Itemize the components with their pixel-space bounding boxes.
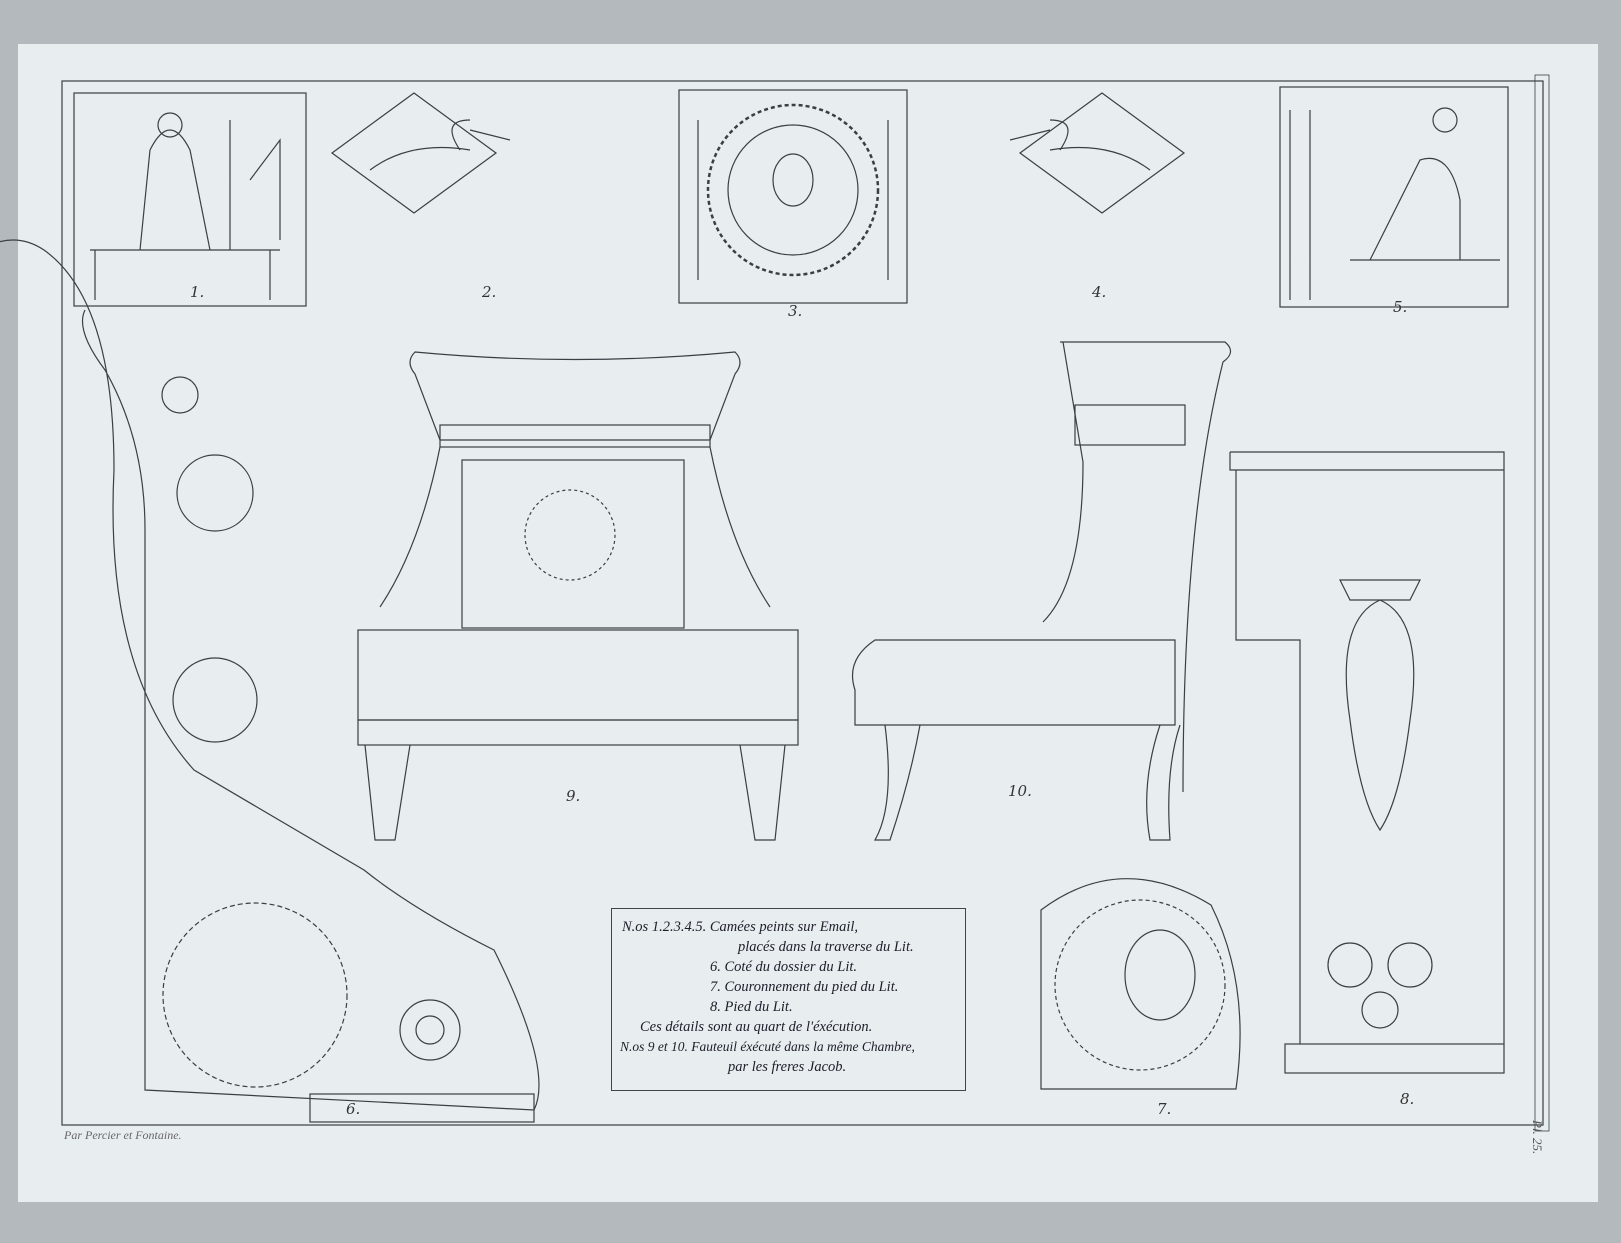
- engraver-credit: Par Percier et Fontaine.: [64, 1128, 182, 1142]
- plate-number: Pl. 25.: [1530, 1120, 1545, 1155]
- caption-line: N.os 9 et 10. Fauteuil éxécuté dans la m…: [620, 1039, 915, 1054]
- caption-line: 6. Coté du dossier du Lit.: [710, 959, 858, 975]
- caption-line: Ces détails sont au quart de l'éxécution…: [640, 1019, 873, 1035]
- plate-outer-frame: [1534, 74, 1550, 1132]
- plate-frame: [61, 80, 1544, 1126]
- cameo-2-winged-figure: [330, 92, 511, 214]
- plate-paper: [18, 44, 1598, 1202]
- figure-label-4: 4.: [1092, 283, 1107, 301]
- caption-line: placés dans la traverse du Lit.: [738, 939, 914, 955]
- figure-label-5: 5.: [1393, 298, 1408, 316]
- cameo-4-winged-figure: [1009, 92, 1186, 214]
- cameo-3-medusa-wreath: [678, 89, 908, 304]
- caption-line: par les freres Jacob.: [728, 1059, 847, 1075]
- caption-line: 7. Couronnement du pied du Lit.: [710, 979, 899, 995]
- armchair-side-10: [851, 341, 1232, 841]
- foot-crown-medallion-7: [1040, 878, 1241, 1090]
- cameo-5-seated-man: [1279, 86, 1509, 308]
- figure-label-2: 2.: [482, 283, 497, 301]
- figure-label-9: 9.: [566, 787, 581, 805]
- caption-line: 8. Pied du Lit.: [710, 999, 793, 1015]
- caption-line: N.os 1.2.3.4.5. Camées peints sur Email,: [622, 919, 859, 935]
- bed-back-side-6: [0, 239, 540, 1123]
- armchair-front-9: [357, 351, 799, 841]
- cameo-1-seated-woman: [73, 92, 307, 307]
- figure-label-8: 8.: [1400, 1090, 1415, 1108]
- caption-box: N.os 1.2.3.4.5. Camées peints sur Email,…: [611, 908, 966, 1091]
- figure-label-7: 7.: [1157, 1100, 1172, 1118]
- bed-foot-vase-8: [1229, 451, 1505, 1074]
- figure-label-10: 10.: [1008, 782, 1032, 800]
- figure-label-1: 1.: [190, 283, 205, 301]
- figure-label-3: 3.: [788, 302, 803, 320]
- figure-label-6: 6.: [346, 1100, 361, 1118]
